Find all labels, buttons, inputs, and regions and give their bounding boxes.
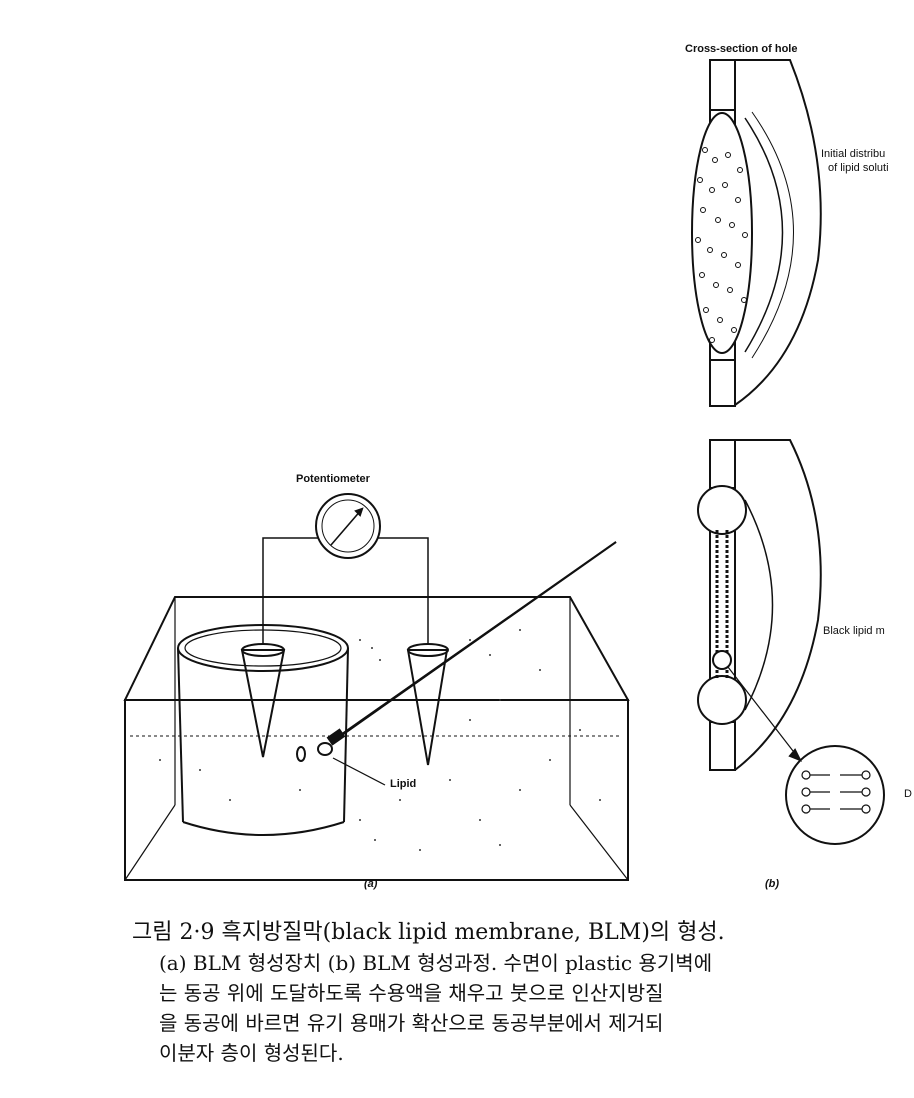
caption-line-2: 는 동공 위에 도달하도록 수용액을 채우고 붓으로 인산지방질 <box>159 981 664 1005</box>
potentiometer-label: Potentiometer <box>296 473 370 485</box>
lipid-droplets-initial <box>695 147 748 343</box>
blm-diagram <box>123 59 885 881</box>
caption-line-4: 이분자 층이 형성된다. <box>159 1041 344 1065</box>
initial-distribution-label-2: of lipid soluti <box>828 162 889 174</box>
bilayer-d-label: D <box>904 788 912 800</box>
caption-title: 그림 2·9 흑지방질막(black lipid membrane, BLM)의… <box>132 920 725 945</box>
cross-section-label: Cross-section of hole <box>685 43 798 55</box>
water-stipple <box>159 629 601 851</box>
black-lipid-membrane-label: Black lipid m <box>823 625 885 637</box>
hole-cross-section-blm <box>697 439 885 845</box>
hole-cross-section-initial <box>691 59 822 407</box>
initial-distribution-label: Initial distribu <box>821 148 886 160</box>
caption-line-1: (a) BLM 형성장치 (b) BLM 형성과정. 수면이 plastic 용… <box>159 951 713 975</box>
lipid-label: Lipid <box>390 778 417 790</box>
subfigure-b-label: (b) <box>765 878 780 890</box>
figure-caption: 그림 2·9 흑지방질막(black lipid membrane, BLM)의… <box>132 918 914 1068</box>
caption-line-3: 을 동공에 바르면 유기 용매가 확산으로 동공부분에서 제거되 <box>159 1011 664 1035</box>
subfigure-a-label: (a) <box>364 878 378 890</box>
blm-apparatus-drawing <box>123 493 630 881</box>
